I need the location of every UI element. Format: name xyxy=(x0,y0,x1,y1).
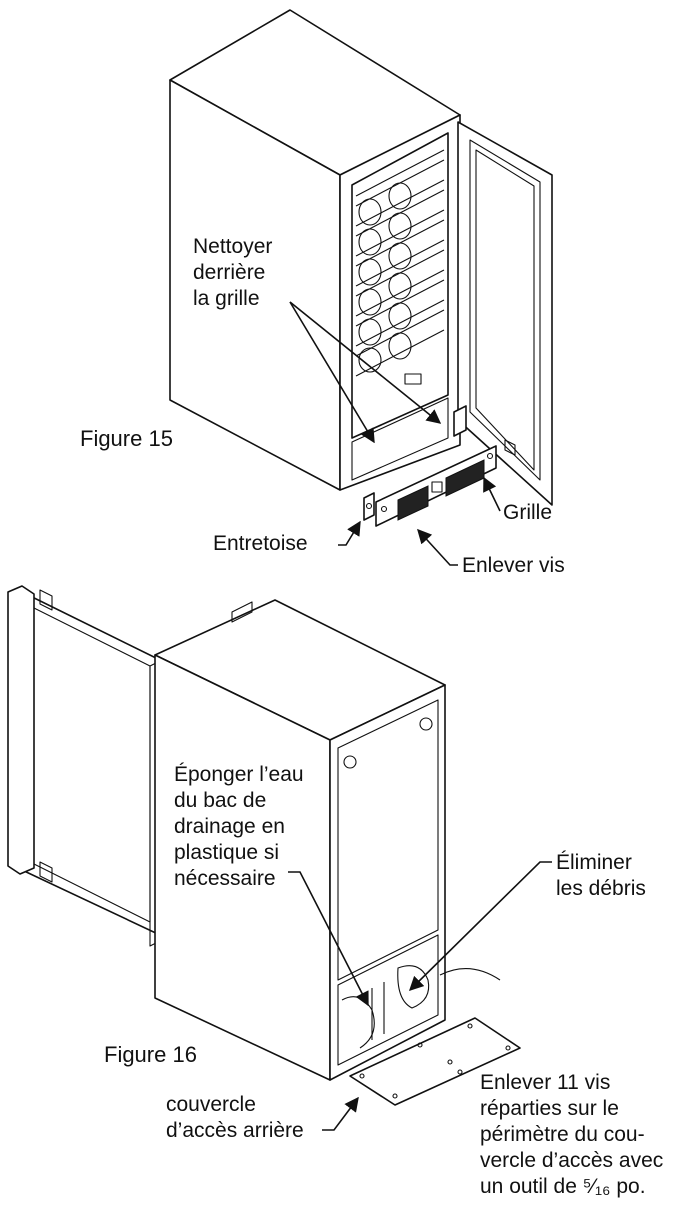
figure15-pointers xyxy=(289,301,501,566)
clean-pointer-left xyxy=(289,301,375,444)
figure15-removed-grille xyxy=(363,405,497,527)
figure16-caption: Figure 16 xyxy=(104,1042,197,1067)
figure15-spacer-label: Entretoise xyxy=(213,532,308,555)
figure16-pointers xyxy=(288,861,552,1131)
figure16-debris-label: Éliminer les débris xyxy=(556,851,646,900)
figure16-door xyxy=(7,585,163,947)
figure15-screws-label: Enlever vis xyxy=(462,554,565,577)
figure15-caption: Figure 15 xyxy=(80,426,173,451)
cover-pointer xyxy=(322,1096,359,1131)
screws-pointer xyxy=(417,528,458,566)
debris-pointer xyxy=(408,861,552,992)
figure16-screws-label: Enlever 11 vis réparties sur le périmètr… xyxy=(480,1071,664,1198)
spacer-pointer xyxy=(338,520,361,546)
figure16-sponge-label: Éponger l’eau du bac de drainage en plas… xyxy=(174,763,304,890)
figure16-cabinet xyxy=(154,599,501,1081)
figure15-clean-label: Nettoyer derrière la grille xyxy=(193,235,273,310)
figure15-open-door xyxy=(457,121,553,506)
figure16-removed-cover xyxy=(349,1017,521,1106)
figure15-wine-racks xyxy=(355,149,445,385)
sponge-pointer xyxy=(288,871,369,1007)
clean-pointer-right xyxy=(289,301,442,424)
figure15-grille-label: Grille xyxy=(503,501,553,524)
figure16-cover-label: couvercle d’accès arrière xyxy=(166,1093,304,1142)
grille-pointer xyxy=(483,476,501,512)
figure15-cabinet xyxy=(169,9,461,491)
